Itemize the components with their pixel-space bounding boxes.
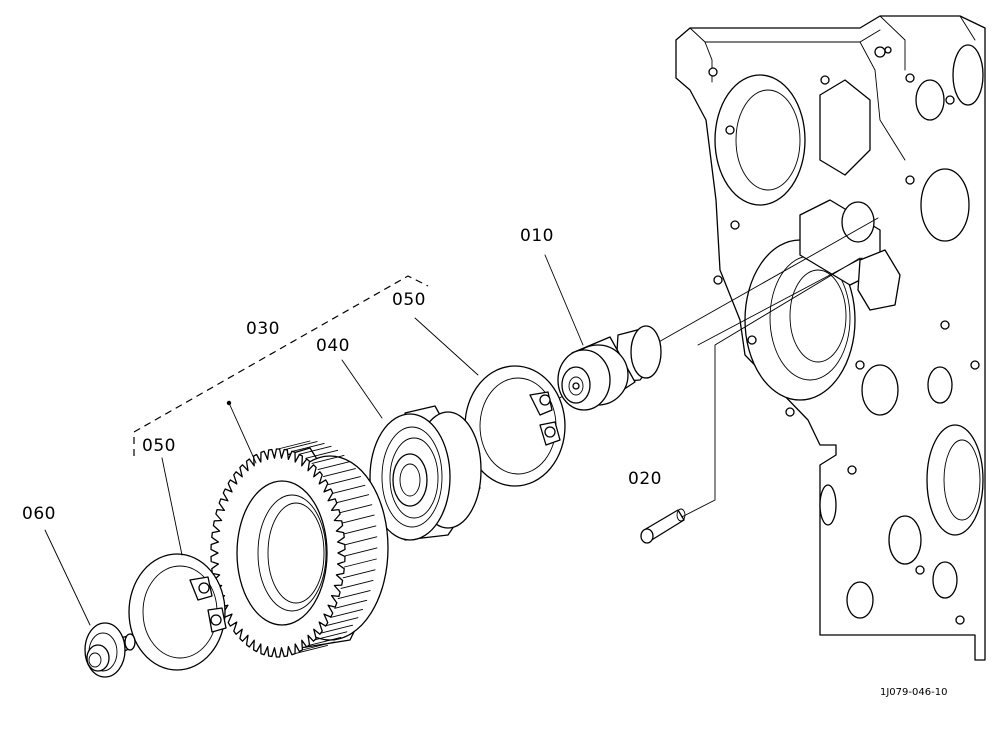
gear-tooth-face-line — [330, 608, 364, 618]
pin-020 — [640, 257, 861, 544]
gear-tooth-face-line — [301, 641, 335, 651]
label-part-030: 030 — [246, 319, 280, 339]
gear-tooth-face-line — [336, 494, 370, 504]
gear-tooth-face-line — [328, 476, 361, 486]
gear-tooth-face-line — [320, 624, 354, 634]
gear-tooth-face-line — [343, 525, 377, 535]
gear-tooth-face-line — [277, 440, 311, 450]
gear-tooth-face-line — [340, 579, 374, 589]
circlip-050-lower — [128, 553, 227, 671]
gear-tooth-face-line — [305, 449, 339, 459]
gear-tooth-face-line — [291, 442, 325, 452]
gear-tooth-face-line — [337, 590, 371, 600]
leader-lines — [44, 254, 584, 626]
gear-tooth-face-line — [314, 631, 348, 641]
label-part-060: 060 — [22, 504, 56, 524]
pin-axis-line — [697, 257, 863, 346]
idler-shaft-010 — [557, 325, 662, 411]
ball-bearing-040 — [369, 405, 482, 541]
gear-tooth-face-line — [311, 454, 345, 464]
figure-code: 1J079-046-10 — [880, 687, 948, 698]
gear-tooth-face-line — [341, 514, 375, 524]
gear-tooth-face-line — [343, 558, 377, 568]
gear-tooth-face-line — [284, 441, 318, 451]
engine-block-housing — [675, 15, 986, 661]
gear-tooth-face-line — [332, 484, 366, 494]
gear-tooth-face-line — [317, 461, 351, 471]
gear-tooth-face-line — [325, 617, 359, 627]
circlip-050-upper — [464, 365, 566, 487]
gear-tooth-face-line — [323, 468, 356, 478]
label-part-050-upper: 050 — [392, 290, 426, 310]
gear-tooth-face-line — [344, 547, 378, 557]
label-part-040: 040 — [316, 336, 350, 356]
gear-tooth-face-line — [334, 599, 368, 609]
label-part-010: 010 — [520, 226, 554, 246]
gear-tooth-face-line — [339, 504, 373, 514]
label-part-020: 020 — [628, 469, 662, 489]
gear-tooth-face-line — [344, 536, 378, 546]
label-part-050-lower: 050 — [142, 436, 176, 456]
idler-gear-030 — [210, 440, 389, 658]
gear-tooth-face-line — [298, 445, 332, 455]
gear-tooth-face-line — [308, 636, 342, 646]
gear-tooth-face-line — [342, 569, 376, 579]
gear-tooth-face-line — [295, 644, 328, 654]
washer-060 — [84, 622, 136, 678]
